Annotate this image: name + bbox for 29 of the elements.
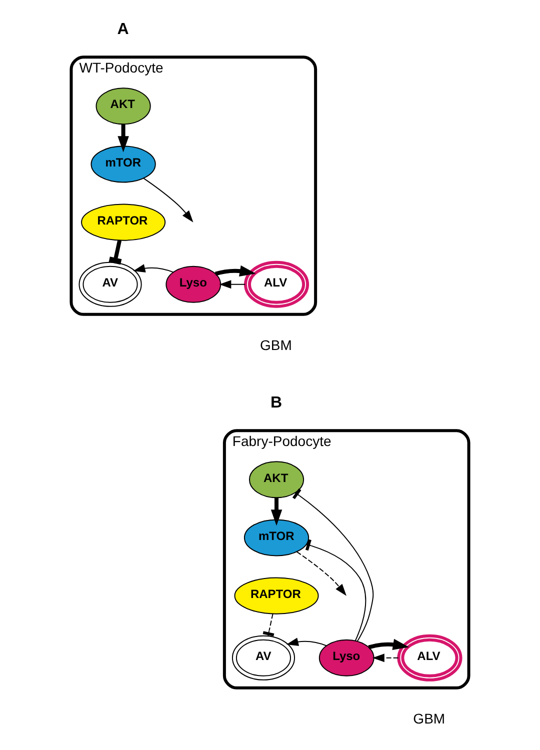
arrow (143, 177, 194, 222)
label: A (117, 19, 129, 38)
connector (108, 239, 122, 264)
node-ellipse: ALV (244, 260, 310, 308)
arrow (372, 653, 399, 662)
label: B (270, 392, 282, 411)
node-ellipse: RAPTOR (81, 203, 166, 240)
node-ellipse: mTOR (244, 518, 310, 556)
arrow (133, 264, 174, 272)
connector (262, 612, 274, 636)
node-ellipse: ALV (397, 634, 462, 681)
arrow (219, 280, 246, 288)
node-ellipse: RAPTOR (234, 576, 319, 614)
arrow (286, 637, 327, 646)
node-ellipse: AKT (96, 87, 151, 124)
node-ellipse: AV (232, 634, 296, 680)
arrow (296, 550, 346, 596)
arrow (368, 638, 409, 650)
node-ellipse: mTOR (90, 145, 156, 182)
node-ellipse: Lyso (166, 265, 222, 302)
connector (305, 538, 366, 641)
arrow (214, 264, 256, 276)
connector (292, 488, 374, 642)
arrow (270, 497, 282, 526)
node-ellipse: AV (78, 261, 142, 306)
label: GBM (260, 336, 292, 353)
arrow (118, 124, 129, 152)
label: GBM (413, 710, 446, 726)
node-ellipse: Lyso (318, 638, 374, 676)
